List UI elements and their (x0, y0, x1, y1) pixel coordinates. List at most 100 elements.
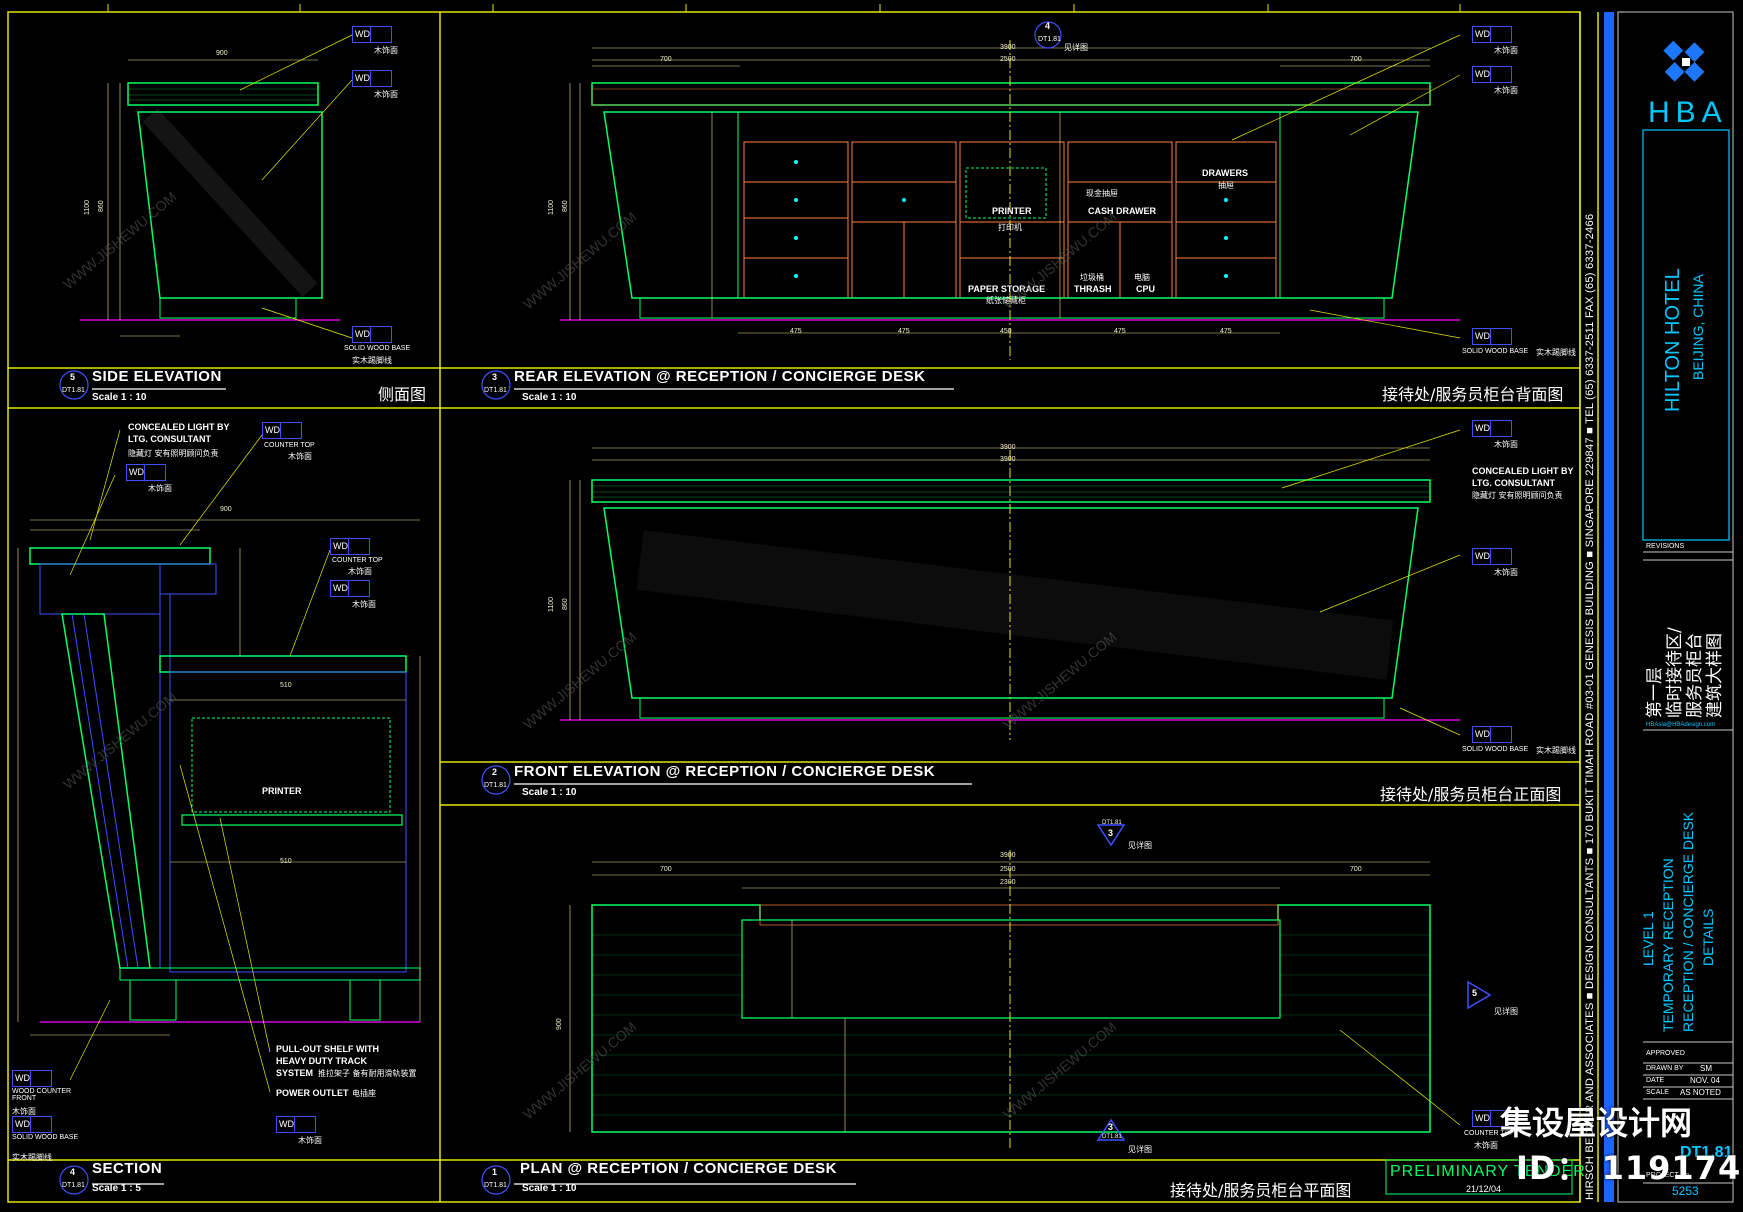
rear-ref4-number: 4 (1045, 21, 1051, 31)
section-scale: Scale 1 : 5 (92, 1183, 141, 1194)
front-elevation-scale: Scale 1 : 10 (522, 787, 577, 798)
drawn-by-label: DRAWN BY (1646, 1065, 1684, 1072)
counter-top-label: COUNTER TOP (1464, 1130, 1515, 1137)
solid-wood-base-cn: 实木踢脚线 (12, 1153, 52, 1162)
dim-label: 2500 (1000, 866, 1016, 873)
section-ref-sheet: DT1.81 (62, 1182, 85, 1189)
finish-label: 木饰面 (374, 90, 398, 99)
front-elevation-cn-title: 接待处/服务员柜台正面图 (1380, 785, 1562, 804)
power-outlet-label: POWER OUTLET (276, 1088, 349, 1098)
wd-tag: WD (12, 1116, 52, 1133)
dim-label: 1100 (84, 199, 91, 215)
finish-label: 木饰面 (298, 1136, 322, 1145)
rear-elevation-drawing (560, 34, 1461, 360)
en-title-line-2: TEMPORARY RECEPTION (1660, 858, 1676, 1032)
pullout-shelf-cn: 推拉架子 备有耐用滑轨装置 (318, 1069, 417, 1078)
cash-drawer-label: CASH DRAWER (1088, 206, 1157, 216)
rear-ref-number: 3 (492, 372, 498, 382)
dim-label: 1100 (548, 596, 555, 612)
drawn-by-value: SM (1700, 1064, 1712, 1073)
concealed-light-label-2: LTG. CONSULTANT (1472, 478, 1555, 488)
plan-title: PLAN @ RECEPTION / CONCIERGE DESK (520, 1160, 837, 1177)
project-number-label: PROJECT No. (1646, 1172, 1692, 1179)
solid-wood-base-label: SOLID WOOD BASE (1462, 348, 1529, 355)
date-value: NOV. 04 (1690, 1076, 1720, 1085)
paper-storage-label: PAPER STORAGE (968, 284, 1046, 294)
thrash-cn-label: 垃圾桶 (1080, 273, 1104, 282)
revisions-label: REVISIONS (1646, 543, 1685, 550)
side-elevation-drawing (80, 34, 353, 339)
printer-section-label: PRINTER (262, 786, 302, 796)
see-detail-label: 见详图 (1128, 841, 1152, 850)
wd-tag: WD (1472, 420, 1512, 437)
project-number: 5253 (1672, 1184, 1699, 1198)
plan-scale: Scale 1 : 10 (522, 1183, 577, 1194)
approved-label: APPROVED (1646, 1050, 1685, 1057)
cpu-label: CPU (1136, 284, 1156, 294)
rear-elevation-scale: Scale 1 : 10 (522, 392, 577, 403)
project-name: HILTON HOTEL (1662, 268, 1684, 412)
wd-tag: WD (1472, 548, 1512, 565)
plan-ref-number: 1 (492, 1167, 498, 1177)
plan-ref-sheet-top: DT1.81 (1102, 820, 1122, 826)
side-elevation-title: SIDE ELEVATION (92, 368, 222, 385)
wd-tag: WD (1472, 726, 1512, 743)
solid-wood-base-label: SOLID WOOD BASE (12, 1134, 79, 1141)
wd-tag: WD (330, 580, 370, 597)
dim-label: 3900 (1000, 444, 1016, 451)
dim-label: 475 (790, 328, 802, 335)
grid-ticks (107, 4, 1461, 12)
wd-tag: WD (12, 1070, 52, 1087)
watermark-brand: 集设屋设计网 (1500, 1104, 1693, 1142)
wd-tag: WD (276, 1116, 316, 1133)
dim-label: 475 (898, 328, 910, 335)
scale-label: SCALE (1646, 1089, 1669, 1096)
finish-label: 木饰面 (352, 600, 376, 609)
solid-wood-base-cn: 实木踢脚线 (352, 356, 392, 365)
concealed-light-cn: 隐藏灯 安有照明顾问负责 (1472, 491, 1563, 500)
section-title: SECTION (92, 1160, 163, 1177)
drawers-cn-label: 抽屉 (1218, 181, 1234, 190)
dim-label: 700 (1350, 56, 1362, 63)
section-drawing (17, 429, 421, 1093)
company-email: HBAsia@HBAdesign.com (1646, 722, 1716, 728)
solid-wood-base-cn: 实木踢脚线 (1536, 746, 1576, 755)
wd-tag: WD (352, 326, 392, 343)
hba-logo-icon (1663, 40, 1705, 82)
printer-cn-label: 打印机 (998, 223, 1022, 232)
finish-label: 木饰面 (1494, 440, 1518, 449)
power-outlet-cn: 电插座 (352, 1089, 376, 1098)
wd-tag: WD (126, 464, 166, 481)
thrash-label: THRASH (1074, 284, 1112, 294)
firm-address: HIRSCH BEDNER AND ASSOCIATES ■ DESIGN CO… (1584, 213, 1596, 1200)
side-ref-number: 5 (70, 372, 76, 382)
dim-label: 2300 (1000, 879, 1016, 886)
cpu-cn-label: 电脑 (1134, 273, 1150, 282)
dim-label: 2500 (1000, 56, 1016, 63)
dim-label: 900 (216, 50, 228, 57)
wd-tag: WD (352, 26, 392, 43)
concealed-light-cn: 隐藏灯 安有照明顾问负责 (128, 449, 219, 458)
dim-label: 860 (98, 200, 105, 212)
dim-label: 1100 (548, 199, 555, 215)
rear-ref4-sheet: DT1.81 (1038, 36, 1061, 43)
date-label: DATE (1646, 1077, 1665, 1084)
side-elevation-cn-title: 侧面图 (378, 385, 427, 404)
counter-top-cn: 木饰面 (348, 567, 372, 576)
solid-wood-base-cn: 实木踢脚线 (1536, 348, 1576, 357)
dim-label: 475 (1220, 328, 1232, 335)
titleblock-frame (1604, 11, 1734, 1203)
dim-label: 900 (556, 1018, 563, 1030)
wd-tag: WD (262, 422, 302, 439)
finish-label: 木饰面 (374, 46, 398, 55)
dim-label: 860 (562, 200, 569, 212)
front-elevation-title: FRONT ELEVATION @ RECEPTION / CONCIERGE … (514, 763, 936, 780)
plan-ref-sheet-bottom: DT1.81 (1102, 1134, 1122, 1140)
en-title-line-1: LEVEL 1 (1640, 911, 1656, 966)
company-name: HBA (1648, 96, 1728, 129)
dim-label: 860 (562, 598, 569, 610)
counter-top-label: COUNTER TOP (264, 442, 315, 449)
dim-label: 450 (1000, 328, 1012, 335)
finish-label: 木饰面 (1494, 46, 1518, 55)
